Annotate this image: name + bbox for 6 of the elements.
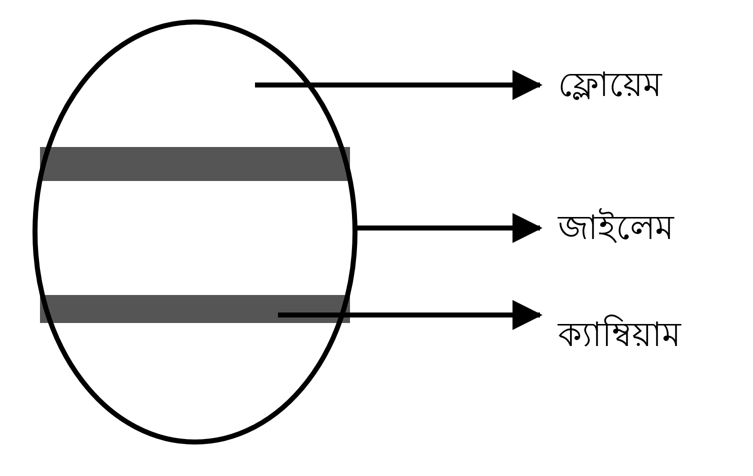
arrow: [355, 213, 542, 243]
part-label: ক্যাম্বিয়াম: [540, 313, 681, 357]
arrow: [278, 300, 542, 330]
part-label: ফ্লোয়েম: [540, 63, 662, 107]
arrow: [255, 70, 542, 100]
part-label: জাইলেম: [540, 206, 674, 250]
